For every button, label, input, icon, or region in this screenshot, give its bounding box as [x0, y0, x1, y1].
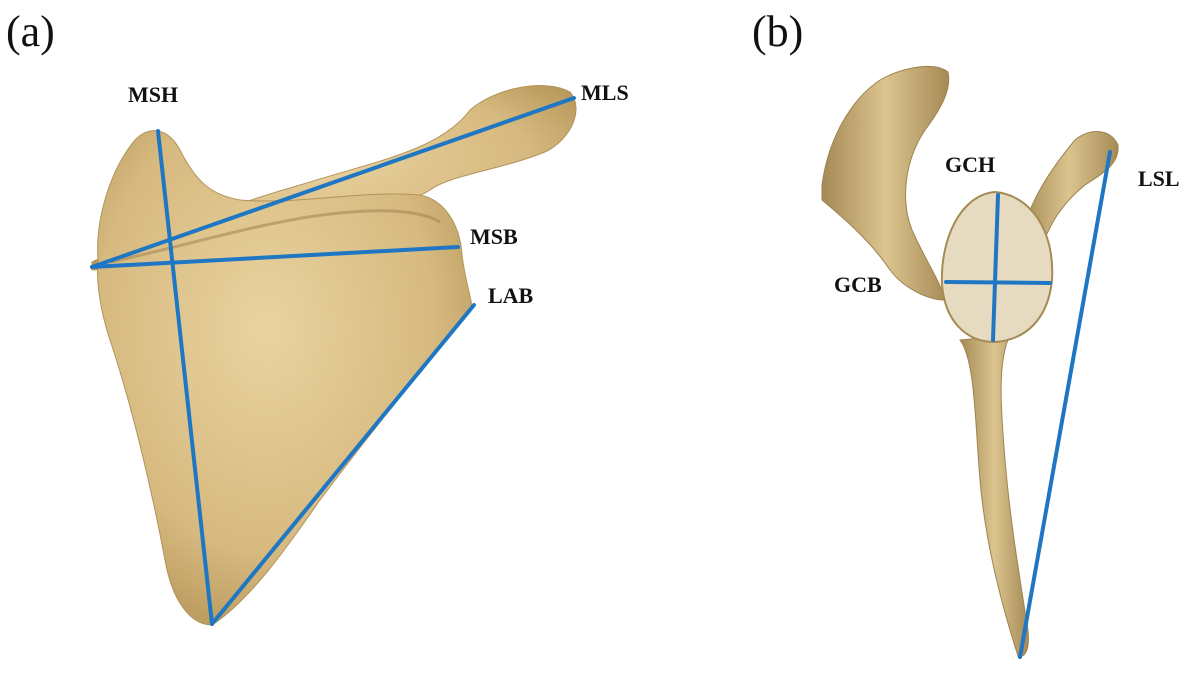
measurement-lines-b [944, 150, 1112, 659]
lab-line [210, 303, 476, 626]
lsl-line [1018, 150, 1112, 659]
label-msh: MSH [128, 82, 179, 107]
scapula-posterior-image [91, 85, 577, 626]
acromion-left [821, 66, 950, 301]
gcb-line [944, 280, 1052, 285]
label-lsl: LSL [1138, 166, 1180, 191]
spine-shadow [109, 209, 441, 264]
panel-label-b: (b) [752, 7, 804, 56]
label-mls: MLS [581, 80, 629, 105]
panel-label-a: (a) [6, 7, 55, 56]
label-lab: LAB [488, 283, 534, 308]
mls-line [90, 96, 576, 269]
measurement-lines-a [90, 96, 576, 626]
msh-line [156, 129, 214, 626]
label-gch: GCH [945, 152, 996, 177]
label-gcb: GCB [834, 272, 882, 297]
lateral-blade [959, 334, 1029, 657]
label-msb: MSB [470, 224, 518, 249]
scapula-lateral-image [821, 66, 1119, 657]
gch-line [991, 193, 1000, 342]
coracoid-right [1019, 131, 1119, 251]
msb-line [90, 245, 460, 269]
